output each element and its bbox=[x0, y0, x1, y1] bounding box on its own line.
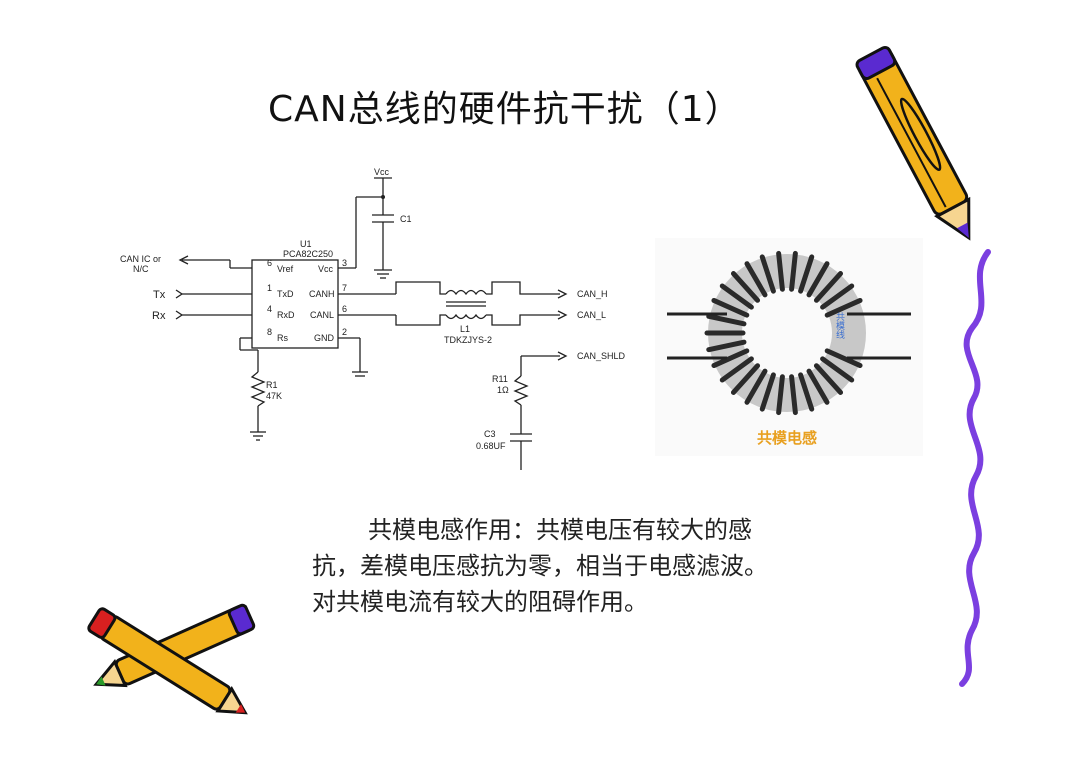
coil-winding bbox=[789, 250, 798, 292]
coil-winding bbox=[719, 283, 754, 310]
coil-winding bbox=[706, 313, 747, 327]
can-transceiver-schematic: Vcc C1 U1 PCA82C250 CAN IC or N/C Tx Rx … bbox=[120, 167, 626, 470]
body-line-3: 对共模电流有较大的阻碍作用。 bbox=[312, 588, 648, 616]
coil-winding bbox=[824, 348, 863, 369]
coil-winding bbox=[711, 297, 750, 318]
pin-num-6r: 6 bbox=[342, 304, 347, 314]
left-signal-0: CAN IC or bbox=[120, 254, 161, 264]
r11-ref: R11 bbox=[492, 374, 508, 384]
body-text: 共模电感作用：共模电压有较大的感 抗，差模电压感抗为零，相当于电感滤波。 对共模… bbox=[312, 512, 892, 620]
pin-num-1: 1 bbox=[267, 283, 272, 293]
coil-winding bbox=[789, 374, 798, 416]
pin-num-6l: 6 bbox=[267, 258, 272, 268]
r1-ref: R1 bbox=[266, 380, 278, 390]
body-line-2: 抗，差模电压感抗为零，相当于电感滤波。 bbox=[312, 552, 768, 580]
u1-ref: U1 bbox=[300, 239, 312, 249]
pin-num-3: 3 bbox=[342, 258, 347, 268]
c3-ref: C3 bbox=[484, 429, 496, 439]
coil-winding bbox=[719, 356, 754, 383]
pin-label-canh: CANH bbox=[309, 289, 335, 299]
c3-value: 0.68UF bbox=[476, 441, 506, 451]
coil-winding bbox=[744, 368, 768, 405]
pin-label-gnd: GND bbox=[314, 333, 335, 343]
squiggle-border-icon bbox=[959, 249, 991, 687]
coil-winding bbox=[730, 363, 761, 395]
coil-winding bbox=[820, 356, 855, 383]
coil-winding bbox=[759, 372, 776, 412]
c1-label: C1 bbox=[400, 214, 412, 224]
coil-winding bbox=[776, 374, 785, 416]
coil-winding bbox=[806, 261, 830, 298]
u1-part: PCA82C250 bbox=[283, 249, 333, 259]
r1-value: 47K bbox=[266, 391, 282, 401]
crossed-pencils-icon bbox=[87, 603, 256, 715]
pin-num-7: 7 bbox=[342, 283, 347, 293]
coil-winding bbox=[730, 271, 761, 303]
l1-ref: L1 bbox=[460, 324, 470, 334]
pin-num-2: 2 bbox=[342, 327, 347, 337]
coil-winding bbox=[706, 339, 747, 353]
pencil-top-right-icon bbox=[855, 45, 971, 241]
slide-title: CAN总线的硬件抗干扰（1） bbox=[268, 89, 742, 130]
output-can-h: CAN_H bbox=[577, 289, 608, 299]
pin-label-canl: CANL bbox=[310, 310, 334, 320]
coil-winding bbox=[759, 254, 776, 294]
vcc-label: Vcc bbox=[374, 167, 390, 177]
left-signal-1: N/C bbox=[133, 264, 149, 274]
toroid-caption: 共模电感 bbox=[757, 429, 817, 447]
coil-winding bbox=[711, 348, 750, 369]
r11-value: 1Ω bbox=[497, 385, 509, 395]
common-mode-choke-image: 共模线 共模电感 bbox=[655, 238, 923, 456]
body-line-1: 共模电感作用：共模电压有较大的感 bbox=[368, 516, 752, 544]
toroid-side-label: 共模线 bbox=[834, 312, 845, 339]
coil-winding bbox=[813, 271, 844, 303]
output-can-l: CAN_L bbox=[577, 310, 606, 320]
left-signal-3: Rx bbox=[152, 310, 166, 322]
coil-winding bbox=[824, 297, 863, 318]
coil-winding bbox=[798, 254, 815, 294]
coil-winding bbox=[806, 368, 830, 405]
l1-part: TDKZJYS-2 bbox=[444, 335, 492, 345]
coil-winding bbox=[744, 261, 768, 298]
coil-winding bbox=[813, 363, 844, 395]
pin-label-rxd: RxD bbox=[277, 310, 295, 320]
pin-label-vcc: Vcc bbox=[318, 264, 334, 274]
pin-label-txd: TxD bbox=[277, 289, 294, 299]
pin-label-vref: Vref bbox=[277, 264, 294, 274]
coil-winding bbox=[798, 372, 815, 412]
pin-label-rs: Rs bbox=[277, 333, 288, 343]
left-signal-2: Tx bbox=[153, 289, 166, 301]
coil-winding bbox=[776, 250, 785, 292]
output-can-shld: CAN_SHLD bbox=[577, 351, 626, 361]
pin-num-4: 4 bbox=[267, 304, 272, 314]
pin-num-8: 8 bbox=[267, 327, 272, 337]
coil-winding bbox=[820, 283, 855, 310]
